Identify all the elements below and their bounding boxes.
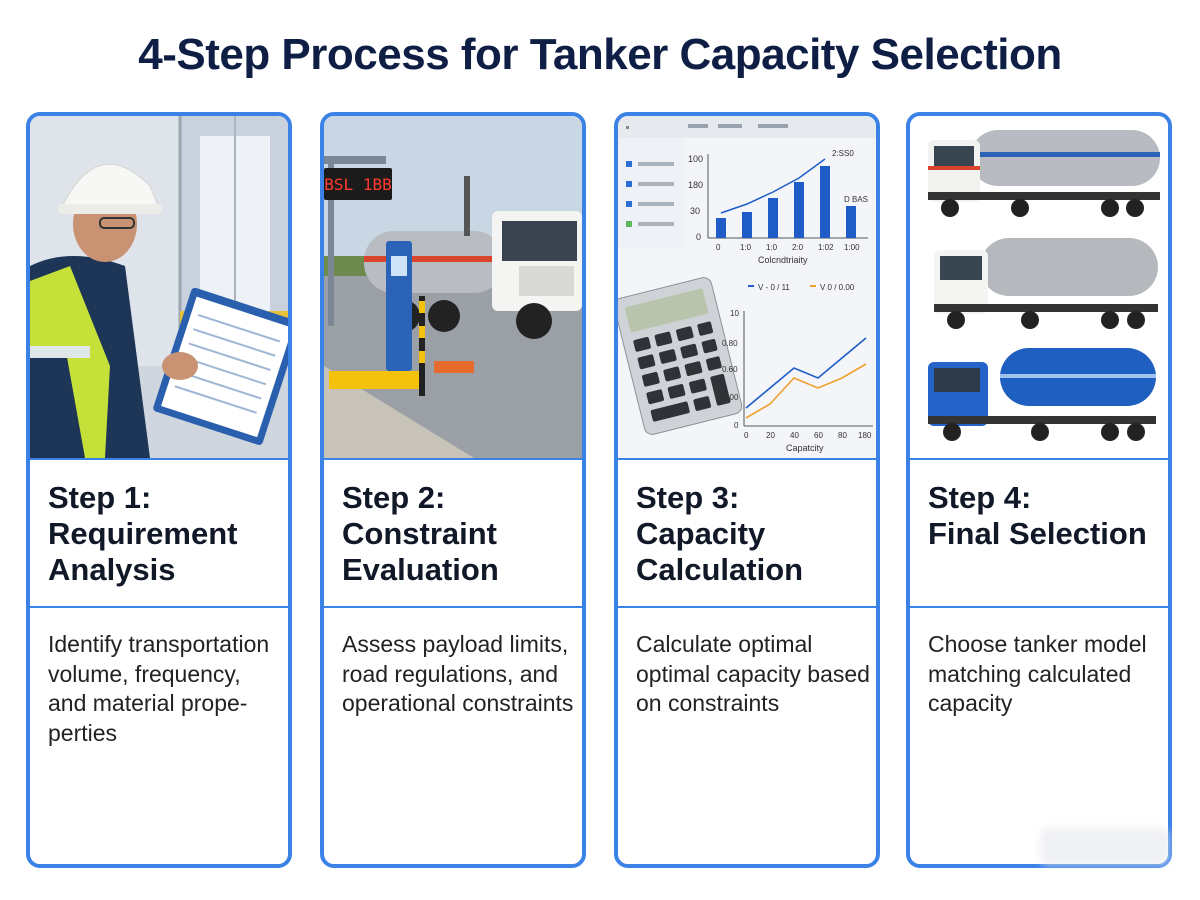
top-x-tick-4: 2:0: [792, 243, 804, 252]
step-1-description: Identify transportation volume, frequenc…: [48, 631, 270, 746]
top-annotation-2: D BAS: [844, 195, 868, 204]
top-x-tick-6: 1:00: [844, 243, 860, 252]
bottom-y-tick-5: 0: [734, 421, 739, 430]
step-card-1: Step 1: Requirement Analysis Identify tr…: [26, 112, 292, 868]
top-x-label: Colcndtriaity: [758, 255, 808, 265]
step-card-4: Step 4: Final Selection Choose tanker mo…: [906, 112, 1172, 868]
top-y-tick-4: 0: [696, 232, 701, 242]
step-3-description: Calculate optimal optimal capacity based…: [636, 631, 870, 716]
step-4-header: Step 4: Final Selection: [910, 458, 1168, 608]
page-title: 4-Step Process for Tanker Capacity Selec…: [138, 30, 1062, 79]
step-card-2: BSL 1BB Step 2: Constraint Evaluat: [320, 112, 586, 868]
tanker-silver-2: [934, 238, 1158, 329]
bottom-x-tick-3: 40: [790, 431, 799, 440]
step-1-number: Step 1:: [48, 480, 152, 515]
top-x-tick-3: 1:0: [766, 243, 778, 252]
step-1-header: Step 1: Requirement Analysis: [30, 458, 288, 608]
tanker-blue-3: [928, 348, 1156, 441]
top-bar-4: [794, 182, 804, 238]
top-bar-6: [846, 206, 856, 238]
top-x-tick-5: 1:02: [818, 243, 834, 252]
bottom-orange-line: [745, 363, 867, 419]
bottom-x-tick-4: 60: [814, 431, 823, 440]
step-1-name: Requirement Analysis: [48, 516, 238, 587]
calculator-charts-photo: 100 180 30 0 2:SS0 D BAS 0 1:0 1:0 2:0 1…: [618, 116, 876, 458]
step-4-image: [910, 116, 1168, 458]
bottom-legend-2: V 0 / 0.00: [820, 283, 855, 292]
top-annotation-1: 2:SS0: [832, 149, 854, 158]
step-3-name: Capacity Calculation: [636, 516, 804, 587]
top-y-tick-1: 100: [688, 154, 703, 164]
bottom-x-label: Capatcity: [786, 443, 824, 453]
blurred-watermark-area: [1040, 828, 1170, 866]
step-3-image: 100 180 30 0 2:SS0 D BAS 0 1:0 1:0 2:0 1…: [618, 116, 876, 458]
top-bar-1: [716, 218, 726, 238]
bottom-legend-1: V - 0 / 11: [758, 283, 790, 292]
tanker-silver-1: [928, 130, 1160, 217]
step-2-number: Step 2:: [342, 480, 446, 515]
top-y-tick-2: 180: [688, 180, 703, 190]
top-chart: 100 180 30 0 2:SS0 D BAS 0 1:0 1:0 2:0 1…: [688, 149, 868, 265]
bottom-x-tick-1: 0: [744, 431, 749, 440]
bottom-chart: V - 0 / 11 V 0 / 0.00 10 0.80 0.60 - 0.0…: [718, 283, 873, 453]
bottom-y-tick-2: 0.80: [722, 339, 738, 348]
bottom-x-tick-2: 20: [766, 431, 775, 440]
three-tankers-photo: [910, 116, 1168, 458]
step-3-number: Step 3:: [636, 480, 740, 515]
step-4-name: Final Selection: [928, 516, 1147, 551]
step-1-image: [30, 116, 288, 458]
bottom-y-tick-3: 0.60: [722, 365, 738, 374]
top-trend-line: [720, 158, 826, 214]
top-x-tick-1: 0: [716, 243, 721, 252]
top-bar-3: [768, 198, 778, 238]
step-2-description: Assess payload limits, road regulations,…: [342, 631, 574, 716]
step-2-name: Constraint Evaluation: [342, 516, 499, 587]
top-bar-5: [820, 166, 830, 238]
step-2-image: BSL 1BB: [324, 116, 582, 458]
top-y-tick-3: 30: [690, 206, 700, 216]
bottom-x-tick-6: 180: [858, 431, 872, 440]
bottom-y-tick-1: 10: [730, 309, 739, 318]
step-3-header: Step 3: Capacity Calculation: [618, 458, 876, 608]
engineer-clipboard-photo: [30, 116, 288, 458]
step-4-number: Step 4:: [928, 480, 1032, 515]
bottom-y-tick-4: - 0.00: [718, 393, 739, 402]
bottom-x-tick-5: 80: [838, 431, 847, 440]
tanker-weighbridge-photo: BSL 1BB: [324, 116, 582, 458]
sign-text: BSL 1BB: [324, 175, 391, 194]
step-2-header: Step 2: Constraint Evaluation: [324, 458, 582, 608]
step-4-description: Choose tanker model matching calculated …: [928, 631, 1147, 716]
calculator-icon: [618, 277, 743, 435]
top-bar-2: [742, 212, 752, 238]
step-card-3: 100 180 30 0 2:SS0 D BAS 0 1:0 1:0 2:0 1…: [614, 112, 880, 868]
bottom-blue-line: [745, 337, 867, 409]
top-x-tick-2: 1:0: [740, 243, 752, 252]
